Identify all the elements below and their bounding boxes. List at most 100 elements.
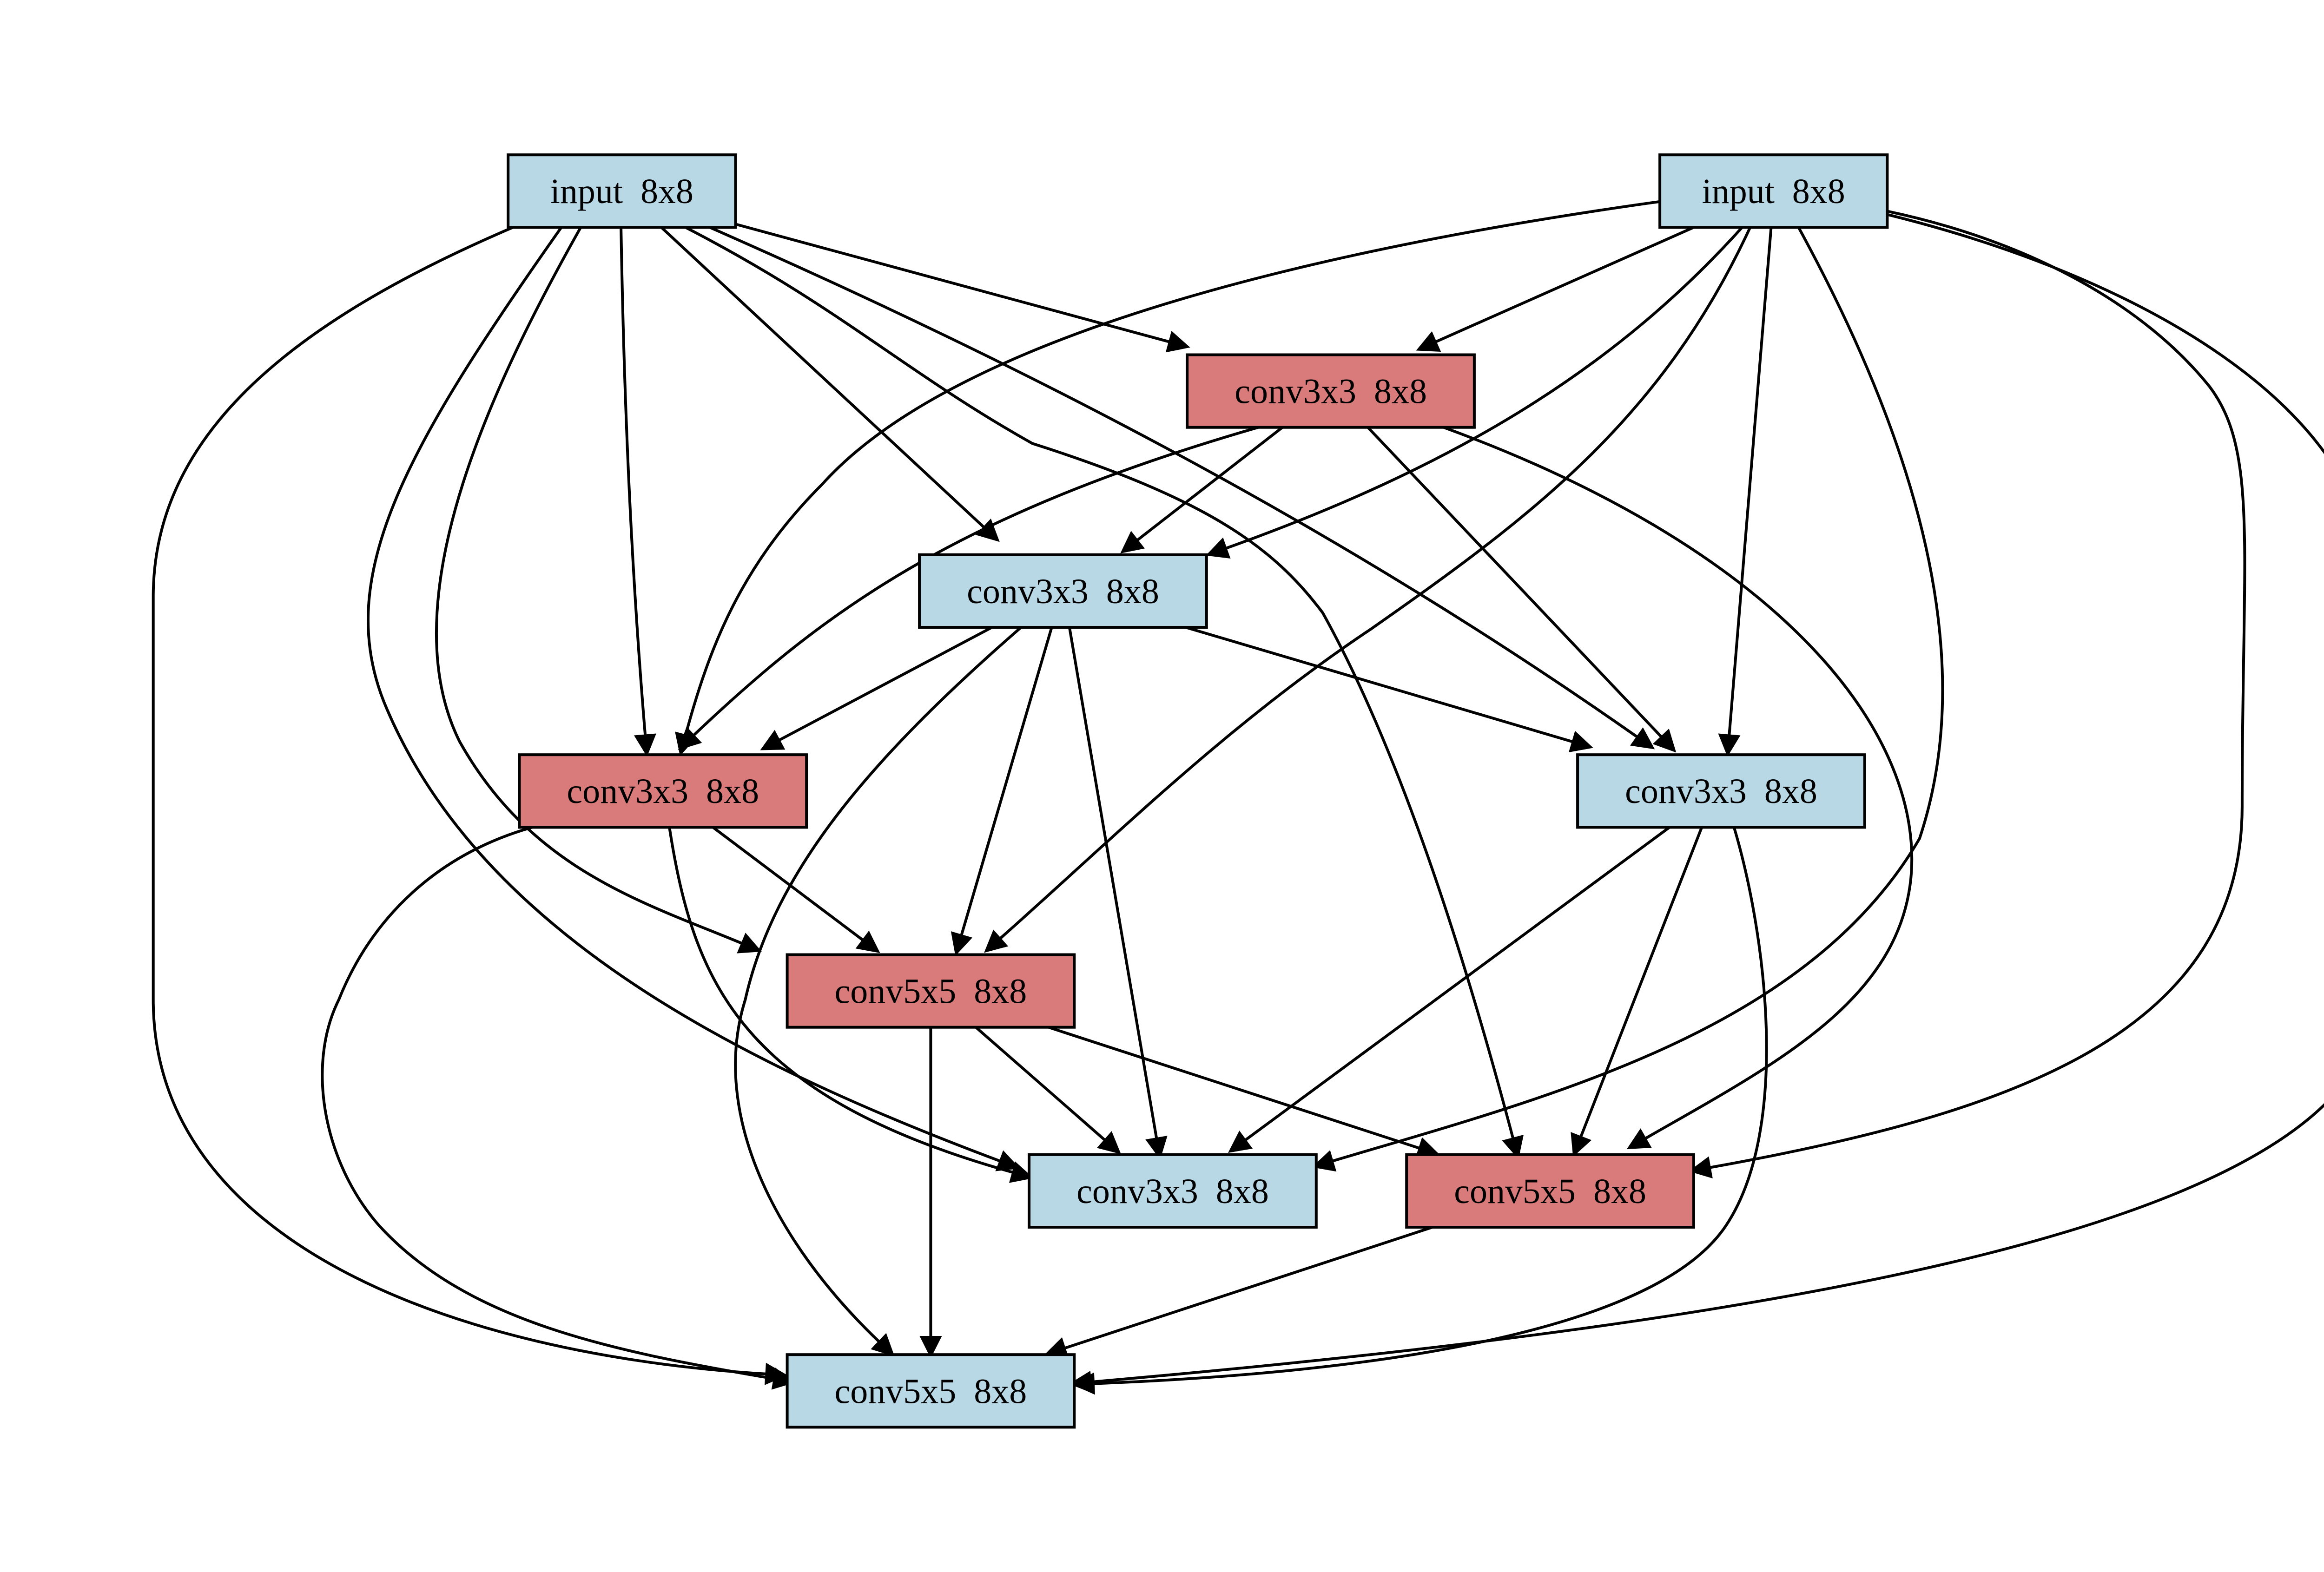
node-box <box>1405 1153 1695 1229</box>
edge-line <box>1367 426 1663 738</box>
edge-line <box>735 223 1170 343</box>
edge-line <box>366 226 1001 1163</box>
edge-line <box>1710 210 2246 1169</box>
edge-line <box>321 826 775 1381</box>
edge-line <box>1093 827 1768 1385</box>
arrowhead <box>1626 1128 1652 1150</box>
arrowhead <box>634 733 656 757</box>
node-n5: conv3x3 8x8 <box>518 753 808 829</box>
edge-n7-n8 <box>975 1026 1121 1154</box>
node-label: conv3x3 8x8 <box>1235 372 1427 411</box>
arrowhead <box>1120 531 1145 553</box>
node-n4: conv3x3 8x8 <box>918 553 1208 629</box>
node-label: conv5x5 8x8 <box>835 1372 1027 1411</box>
edge-line <box>1443 426 1914 1140</box>
node-n3: conv3x3 8x8 <box>1186 353 1476 429</box>
arrowhead <box>1502 1135 1524 1159</box>
edge-n1-n4 <box>660 226 1000 542</box>
edge-n2-n3 <box>1416 226 1695 352</box>
arrowhead <box>678 726 702 750</box>
edge-line <box>1332 226 1944 1163</box>
arrowhead <box>1145 1136 1168 1160</box>
edge-n3-n9 <box>1443 426 1914 1150</box>
edge-n4-n6 <box>1185 626 1593 752</box>
node-n10: conv5x5 8x8 <box>786 1353 1076 1429</box>
edge-n2-n7 <box>984 227 1752 953</box>
node-n1: input 8x8 <box>507 153 737 229</box>
edge-n5-n7 <box>712 826 880 953</box>
edge-n3-n6 <box>1367 426 1677 753</box>
arrowhead <box>951 931 973 956</box>
edge-line <box>1225 226 1743 550</box>
edge-line <box>1185 626 1573 743</box>
edge-n4-n7 <box>951 627 1053 956</box>
edge-n2-n6 <box>1718 227 1773 757</box>
edge-n2-n5 <box>675 200 1660 756</box>
node-label: input 8x8 <box>1702 172 1845 211</box>
edge-n2-n4 <box>1206 226 1743 559</box>
edge-n4-n5 <box>760 626 993 750</box>
edge-n4-n8 <box>1068 627 1168 1160</box>
node-n7: conv5x5 8x8 <box>786 953 1076 1029</box>
arrowhead <box>1072 1372 1095 1395</box>
edge-line <box>660 226 985 528</box>
arrowhead <box>1206 537 1231 559</box>
edge-line <box>734 626 1022 1343</box>
edge-n4-n10 <box>734 626 1022 1357</box>
edge-line <box>778 626 993 742</box>
node-box <box>518 753 808 829</box>
node-label: conv3x3 8x8 <box>1076 1172 1269 1211</box>
edge-line <box>1048 1026 1420 1150</box>
edge-line <box>1244 826 1670 1142</box>
edge-n1-n7 <box>435 226 762 954</box>
edge-line <box>1064 1226 1433 1350</box>
edge-line <box>668 827 1014 1174</box>
node-n9: conv5x5 8x8 <box>1405 1153 1695 1229</box>
arrowhead <box>1571 1132 1592 1157</box>
node-box <box>786 1353 1076 1429</box>
node-n8: conv3x3 8x8 <box>1028 1153 1318 1229</box>
node-box <box>1576 753 1866 829</box>
node-box <box>918 553 1208 629</box>
edge-line <box>975 1026 1106 1141</box>
arrowhead <box>1009 1161 1034 1183</box>
edge-n1-n8 <box>366 226 1020 1171</box>
edge-line <box>435 226 743 945</box>
arrowhead <box>1165 330 1190 353</box>
edge-line <box>1136 426 1283 541</box>
nodes-layer: input 8x8 input 8x8 conv3x3 8x8 conv3x3 8x8… <box>507 153 1889 1429</box>
arrowhead <box>1718 733 1741 757</box>
arrowhead <box>1568 730 1593 752</box>
node-n6: conv3x3 8x8 <box>1576 753 1866 829</box>
edge-n7-n9 <box>1048 1026 1440 1159</box>
edge-n2-n8 <box>1312 226 1944 1172</box>
node-box <box>786 953 1076 1029</box>
arrowhead <box>919 1336 942 1359</box>
edge-line <box>1068 627 1158 1139</box>
edge-n3-n5 <box>678 426 1259 750</box>
edge-n7-n10 <box>919 1027 942 1359</box>
arrowhead <box>1312 1150 1337 1172</box>
node-label: conv3x3 8x8 <box>567 772 759 811</box>
arrowhead <box>1689 1156 1713 1178</box>
node-box <box>507 153 737 229</box>
arrowhead <box>1630 727 1655 750</box>
node-label: conv5x5 8x8 <box>1454 1172 1646 1211</box>
arrowhead <box>1652 729 1677 753</box>
arrowhead <box>984 929 1009 953</box>
arrowhead <box>871 1333 895 1357</box>
edge-n3-n4 <box>1120 426 1283 553</box>
node-label: input 8x8 <box>550 172 693 211</box>
edge-n2-n9 <box>1689 210 2246 1178</box>
arrowhead <box>760 730 786 750</box>
edge-line <box>960 627 1053 936</box>
edge-n6-n10 <box>1072 827 1768 1395</box>
node-n2: input 8x8 <box>1658 153 1889 229</box>
arrowhead <box>976 518 1000 542</box>
node-box <box>1658 153 1889 229</box>
node-box <box>1186 353 1476 429</box>
edge-line <box>712 826 864 941</box>
edge-n5-n10 <box>321 826 796 1390</box>
edge-line <box>1728 227 1773 736</box>
node-label: conv3x3 8x8 <box>1625 772 1817 811</box>
